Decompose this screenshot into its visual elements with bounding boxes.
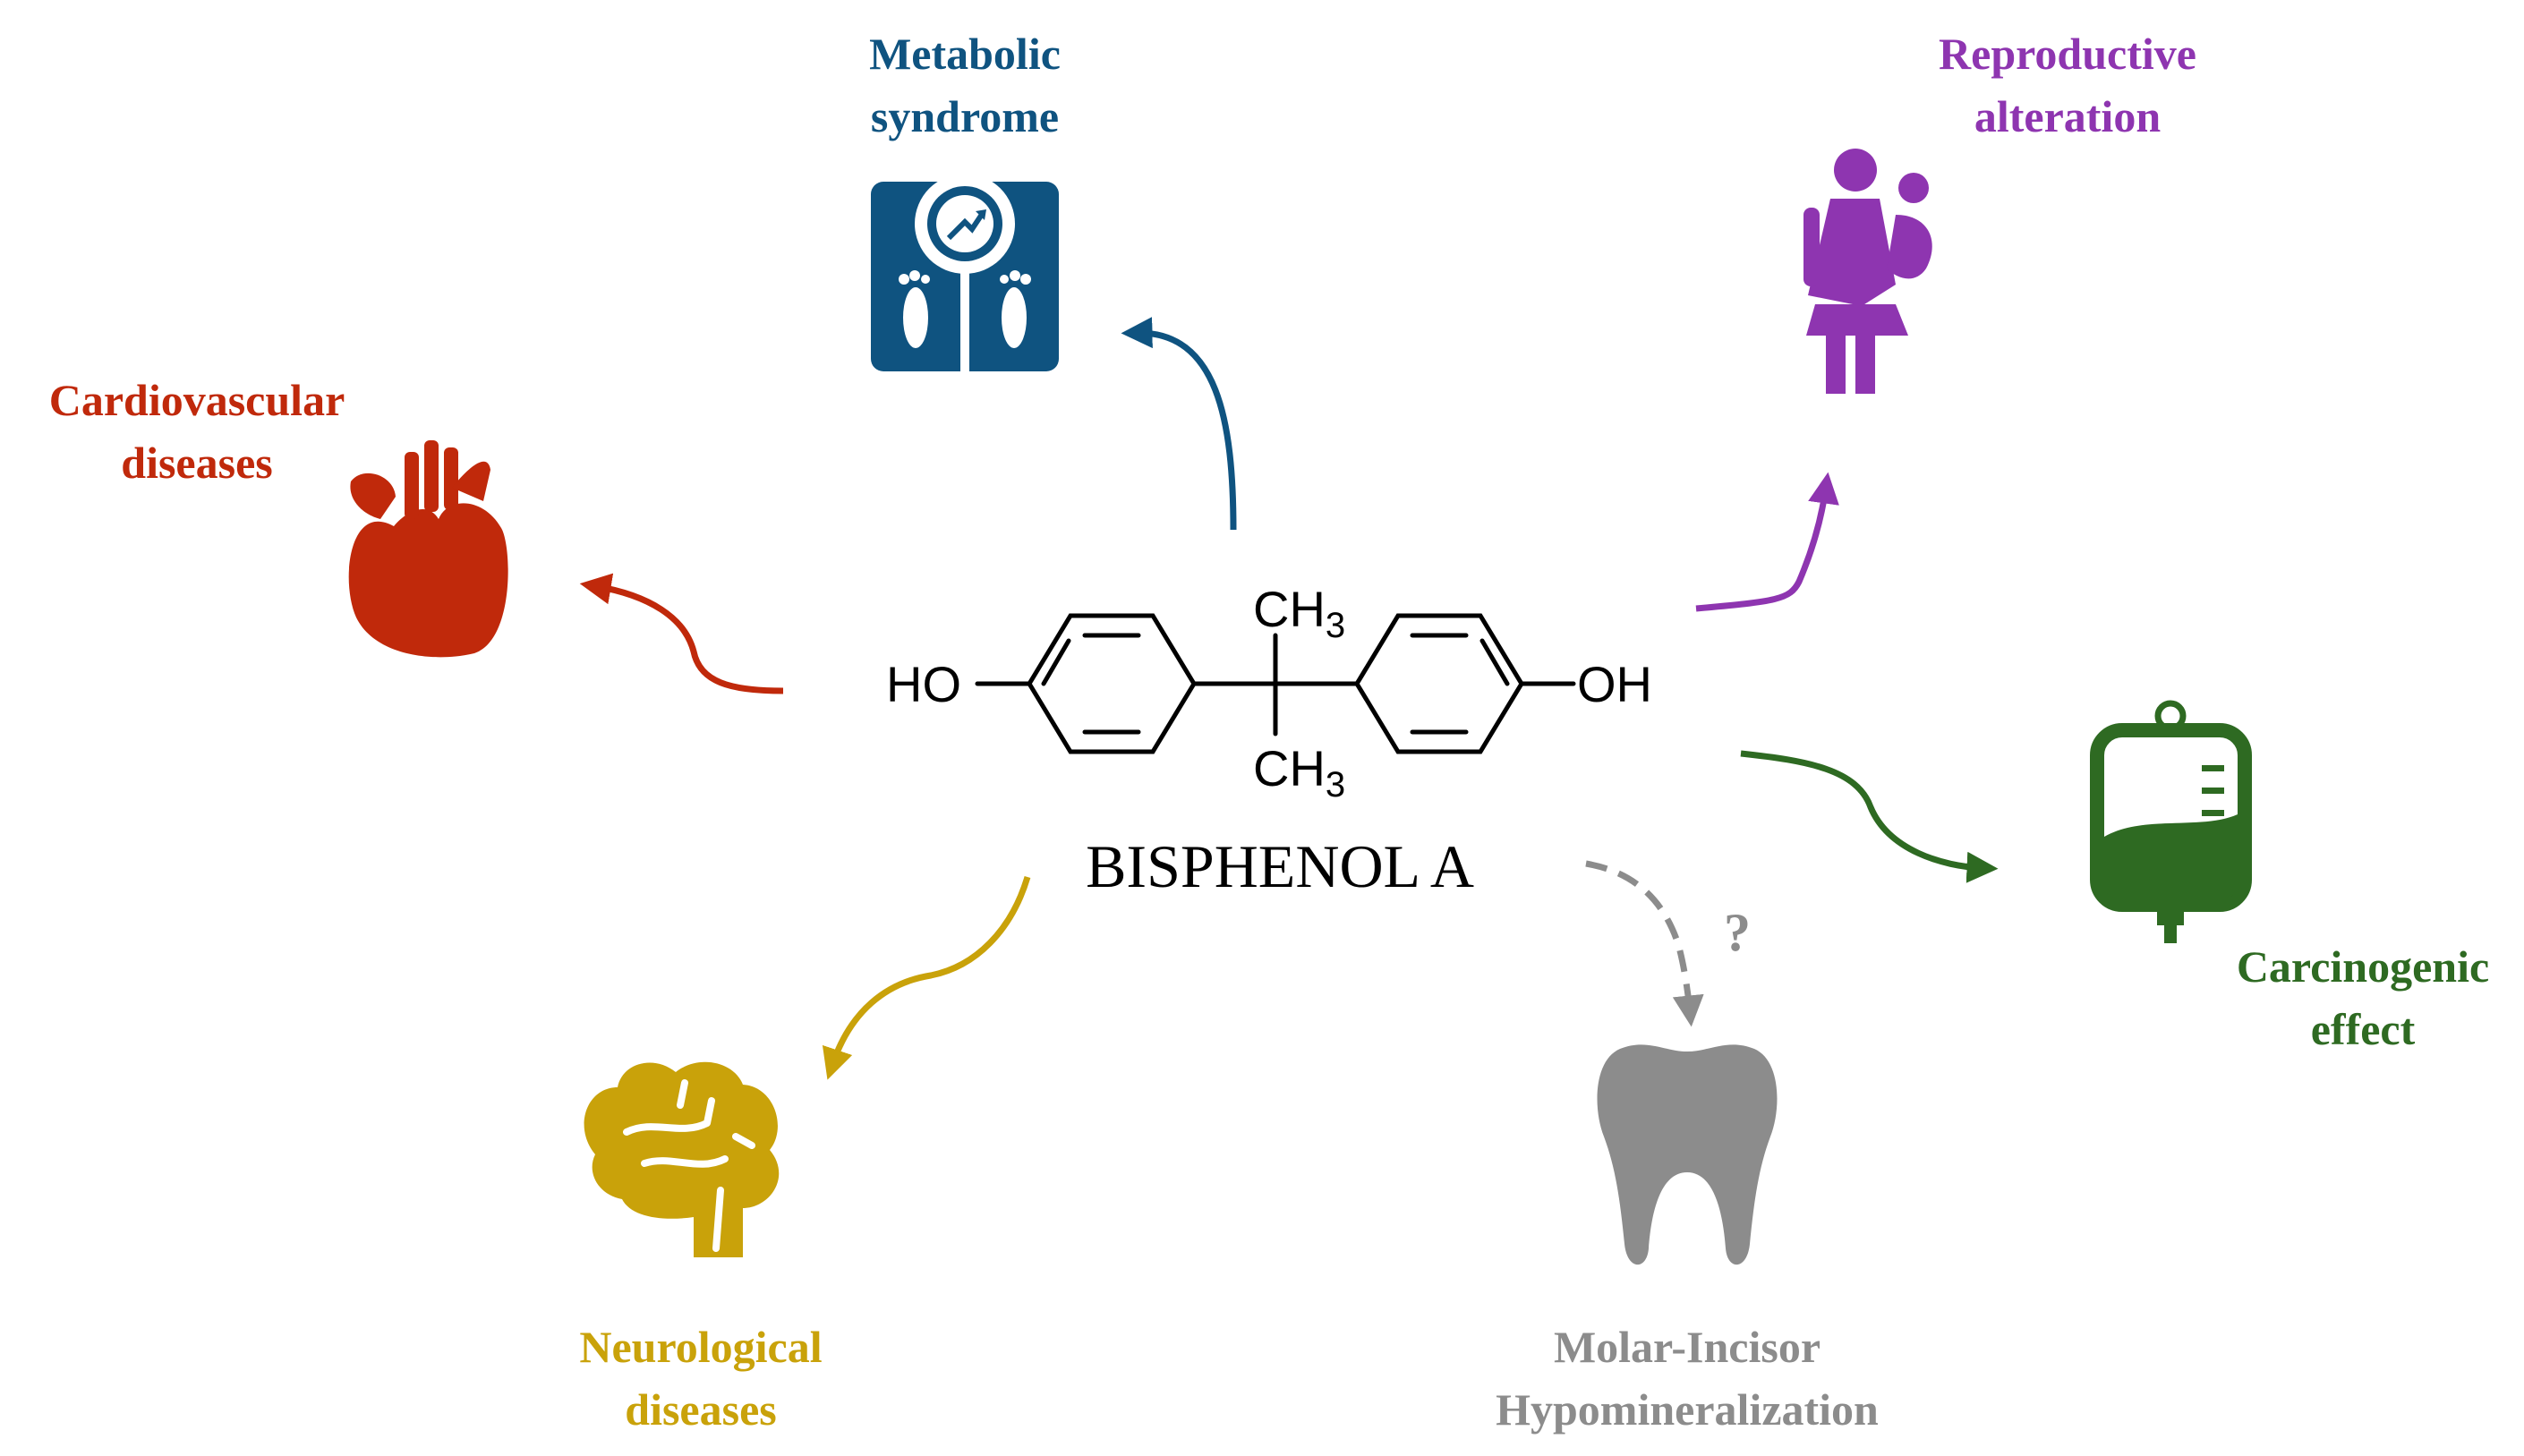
bpa-structure [975, 613, 1576, 754]
label-metabolic-line2: syndrome [870, 91, 1060, 141]
molecule-name: BISPHENOL A [1086, 832, 1474, 900]
label-reproductive: Reproductive alteration [1889, 22, 2247, 148]
mother-child-icon [1803, 149, 1932, 394]
label-cardiovascular-line1: Cardiovascular [48, 375, 345, 425]
arrow-metabolic [1121, 317, 1237, 531]
methyl-top: CH3 [1253, 581, 1345, 645]
label-cardiovascular-line2: diseases [121, 438, 273, 488]
methyl-bottom: CH3 [1253, 740, 1345, 805]
label-carcinogenic-line2: effect [2310, 1004, 2416, 1054]
arrow-neurological [822, 875, 1031, 1080]
uncertainty-mark: ? [1724, 903, 1751, 962]
label-metabolic-line1: Metabolic [869, 29, 1061, 79]
heart-icon [348, 440, 508, 658]
label-neurological-line1: Neurological [579, 1322, 823, 1372]
arrow-reproductive [1695, 472, 1839, 612]
arrow-mih-dashed [1585, 860, 1704, 1027]
hydroxyl-left: HO [886, 656, 961, 712]
label-mih: Molar-Incisor Hypomineralization [1450, 1316, 1924, 1441]
label-carcinogenic-line1: Carcinogenic [2236, 941, 2490, 992]
hydroxyl-right: OH [1577, 656, 1652, 712]
label-mih-line2: Hypomineralization [1496, 1384, 1879, 1435]
label-neurological-line2: diseases [625, 1384, 777, 1435]
label-cardiovascular: Cardiovascular diseases [9, 369, 385, 494]
iv-bag-icon [2090, 700, 2252, 943]
arrow-carcinogenic [1740, 750, 1999, 883]
label-mih-line1: Molar-Incisor [1553, 1322, 1821, 1372]
label-reproductive-line1: Reproductive [1939, 29, 2196, 79]
tooth-icon [1597, 1044, 1778, 1265]
arrow-cardiovascular [579, 573, 784, 694]
weight-scale-icon [871, 174, 1059, 371]
label-neurological: Neurological diseases [522, 1316, 880, 1441]
brain-icon [584, 1061, 780, 1257]
label-reproductive-line2: alteration [1974, 91, 2162, 141]
label-metabolic: Metabolic syndrome [786, 22, 1144, 148]
label-carcinogenic: Carcinogenic effect [2184, 935, 2524, 1060]
